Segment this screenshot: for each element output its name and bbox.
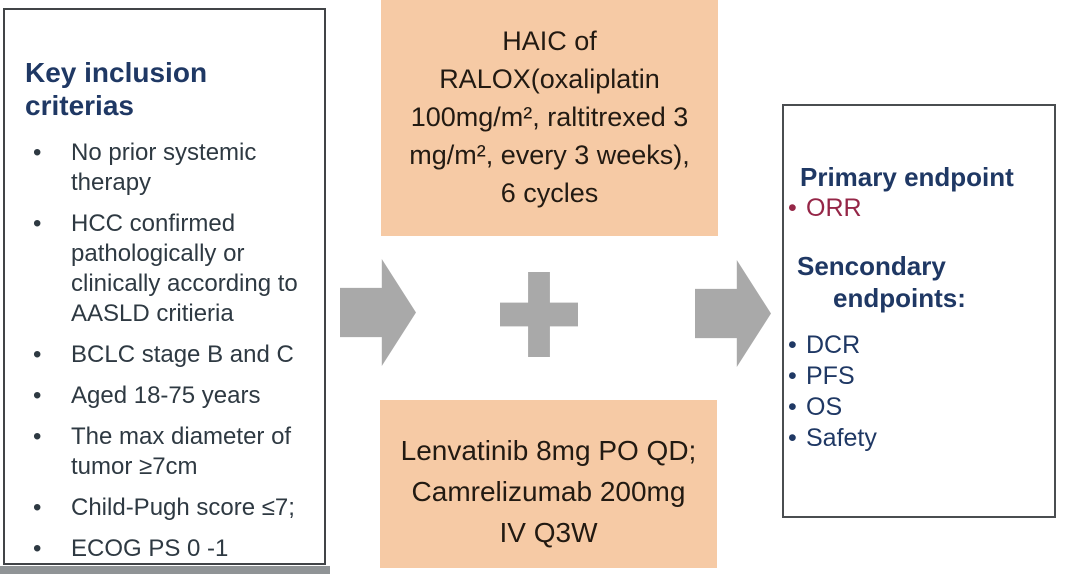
inclusion-item: • Child-Pugh score ≤7; <box>5 493 316 523</box>
inclusion-item: • Aged 18-75 years <box>5 381 316 411</box>
secondary-endpoint-text: DCR <box>806 331 861 359</box>
inclusion-item: • BCLC stage B and C <box>5 340 316 370</box>
inclusion-item-text: Aged 18-75 years <box>71 382 261 409</box>
secondary-endpoint-item: • DCR <box>788 330 1054 361</box>
primary-endpoint-item: • ORR <box>788 193 1054 224</box>
inclusion-criteria-box: Key inclusion criterias • No prior syste… <box>3 8 326 565</box>
slide-edge-strip <box>0 566 330 574</box>
inclusion-title: Key inclusion criterias <box>25 57 208 121</box>
haic-regimen-box: HAIC of RALOX(oxaliplatin 100mg/m², ralt… <box>381 0 718 236</box>
bullet-icon: • <box>33 210 42 237</box>
inclusion-item-text: No prior systemic therapy <box>71 139 257 196</box>
haic-line: RALOX(oxaliplatin <box>439 64 660 94</box>
inclusion-item-text: Child-Pugh score ≤7; <box>71 494 295 521</box>
inclusion-item-text: ECOG PS 0 -1 <box>71 535 229 562</box>
haic-line: 100mg/m², raltitrexed 3 <box>410 102 689 132</box>
secondary-endpoint-text: OS <box>806 393 843 421</box>
inclusion-item: • The max diameter of tumor ≥7cm <box>5 422 316 482</box>
secondary-endpoint-item: • Safety <box>788 423 1054 454</box>
inclusion-item: • No prior systemic therapy <box>5 138 316 198</box>
bullet-icon: • <box>33 423 42 450</box>
inclusion-item-text: BCLC stage B and C <box>71 341 294 368</box>
bullet-icon: • <box>33 494 42 521</box>
secondary-endpoint-item: • OS <box>788 392 1054 423</box>
secondary-title-line1: Sencondary <box>797 251 946 281</box>
plus-icon <box>500 272 578 357</box>
secondary-endpoint-text: PFS <box>806 362 855 390</box>
systemic-line: Camrelizumab 200mg <box>411 476 686 507</box>
secondary-endpoints-list: • DCR • PFS • OS • Safety <box>784 330 1054 454</box>
inclusion-item-text: The max diameter of tumor ≥7cm <box>71 423 292 480</box>
bullet-icon: • <box>788 331 797 359</box>
primary-endpoint-title: Primary endpoint <box>800 162 1014 192</box>
right-arrow-icon <box>695 260 771 367</box>
bullet-icon: • <box>788 424 797 452</box>
bullet-icon: • <box>33 341 42 368</box>
systemic-line: Lenvatinib 8mg PO QD; <box>400 435 697 466</box>
haic-line: 6 cycles <box>500 178 599 208</box>
right-arrow-icon <box>340 259 416 366</box>
secondary-endpoints-title: Sencondary endpoints: <box>797 250 1054 314</box>
inclusion-item-text: HCC confirmed pathologically or clinical… <box>71 210 298 327</box>
bullet-icon: • <box>33 382 42 409</box>
systemic-line: IV Q3W <box>499 517 598 548</box>
bullet-icon: • <box>788 393 797 421</box>
systemic-therapy-box: Lenvatinib 8mg PO QD; Camrelizumab 200mg… <box>380 400 717 568</box>
primary-endpoint-text: ORR <box>806 194 862 222</box>
inclusion-item: • HCC confirmed pathologically or clinic… <box>5 209 316 329</box>
inclusion-item: • ECOG PS 0 -1 <box>5 534 316 564</box>
haic-line: HAIC of <box>502 26 597 56</box>
secondary-endpoint-item: • PFS <box>788 361 1054 392</box>
endpoints-box: Primary endpoint • ORR Sencondary endpoi… <box>782 104 1056 518</box>
bullet-icon: • <box>33 535 42 562</box>
secondary-endpoint-text: Safety <box>806 424 877 452</box>
haic-line: mg/m², every 3 weeks), <box>409 140 690 170</box>
bullet-icon: • <box>33 139 42 166</box>
bullet-icon: • <box>788 362 797 390</box>
bullet-icon: • <box>788 194 797 222</box>
inclusion-list: • No prior systemic therapy • HCC confir… <box>5 138 324 564</box>
secondary-title-line2: endpoints: <box>833 283 966 313</box>
